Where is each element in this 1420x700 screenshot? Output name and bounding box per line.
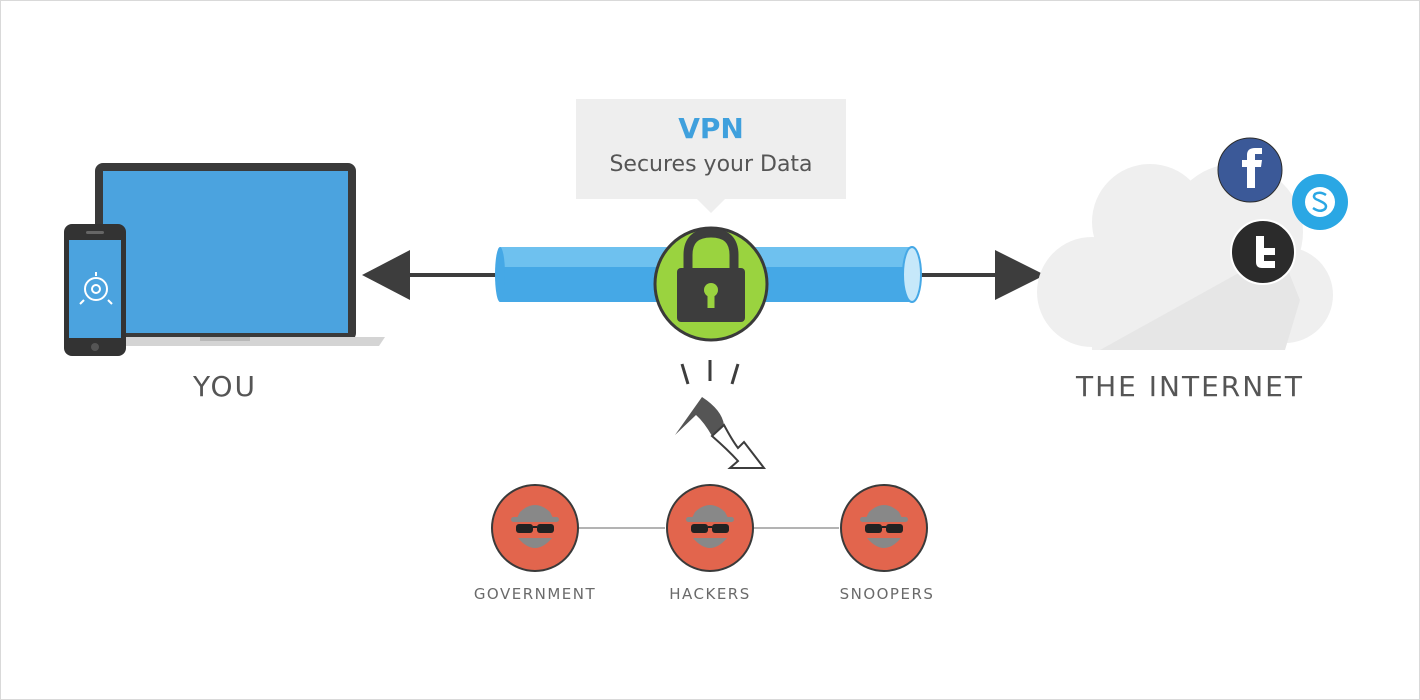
threat-government-label: GOVERNMENT bbox=[473, 585, 597, 603]
twitter-icon bbox=[1230, 219, 1296, 285]
app-target-icon bbox=[79, 272, 113, 305]
threat-snoopers-label: SNOOPERS bbox=[839, 585, 935, 603]
vpn-callout bbox=[576, 99, 846, 213]
threat-snoopers-icon bbox=[840, 484, 928, 572]
deflect-lines bbox=[680, 360, 740, 385]
phone-icon bbox=[64, 224, 126, 356]
vpn-subtitle: Secures your Data bbox=[609, 152, 813, 177]
threat-government-icon bbox=[491, 484, 579, 572]
blocked-arrow-icon bbox=[675, 397, 767, 469]
lock-icon bbox=[653, 226, 769, 342]
threat-hackers-icon bbox=[666, 484, 754, 572]
arrow-to-you bbox=[362, 250, 505, 300]
you-label: YOU bbox=[192, 370, 258, 403]
laptop-icon bbox=[70, 163, 385, 346]
arrow-to-internet bbox=[910, 250, 1045, 300]
skype-icon bbox=[1292, 174, 1348, 230]
threat-hackers-label: HACKERS bbox=[669, 585, 751, 603]
facebook-icon bbox=[1217, 137, 1283, 203]
vpn-title: VPN bbox=[678, 112, 744, 145]
internet-label: THE INTERNET bbox=[1076, 370, 1304, 403]
